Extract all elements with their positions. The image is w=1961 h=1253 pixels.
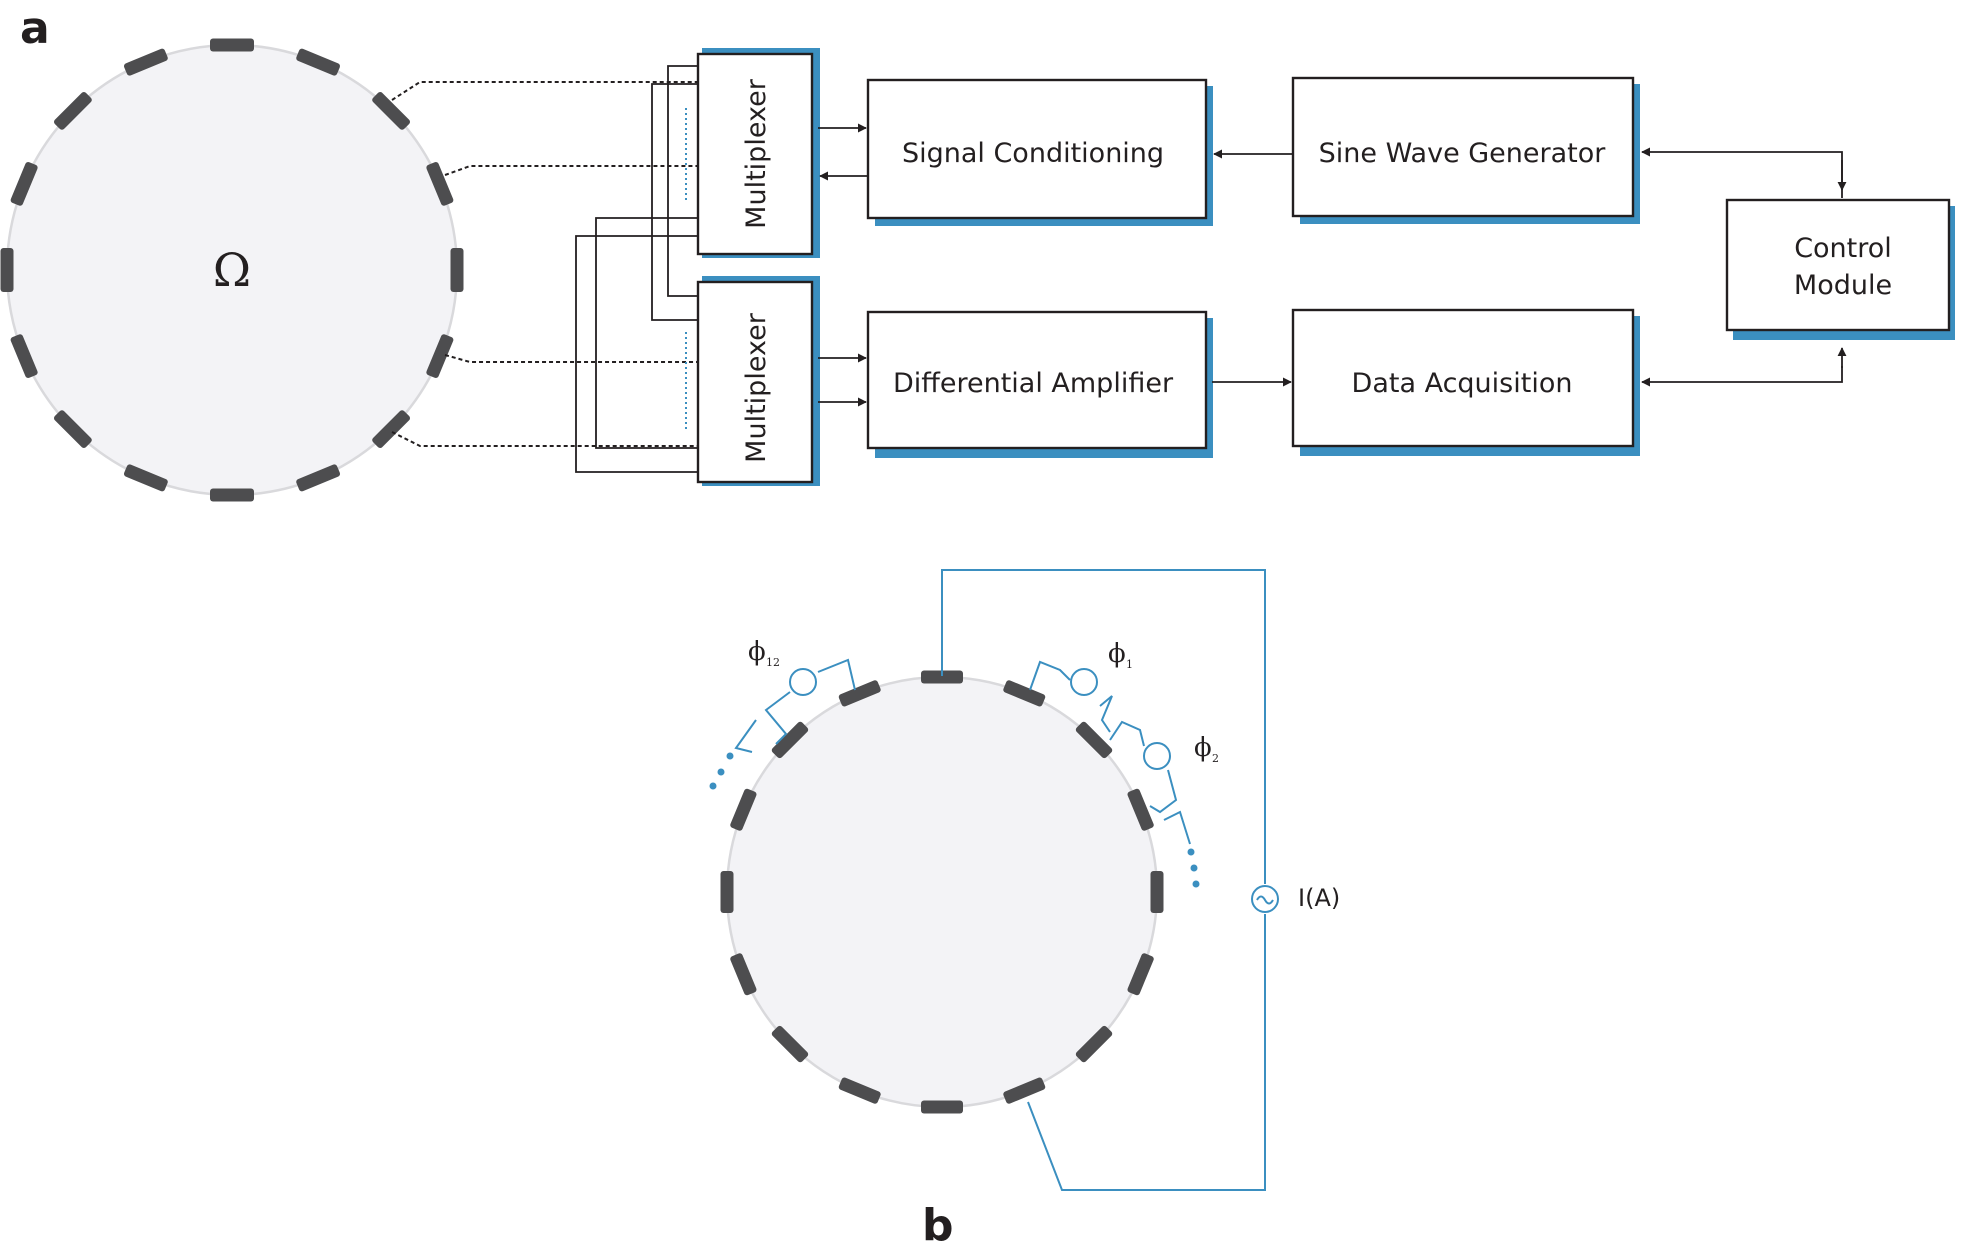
domain-a-electrode-15 — [53, 91, 92, 130]
domain-b — [720, 670, 1164, 1114]
phi1-lead-a — [1029, 660, 1071, 691]
domain-b-electrode-7 — [1075, 1025, 1113, 1063]
arrow-control-to-sine — [1641, 147, 1843, 198]
wire-m4 — [575, 235, 698, 473]
multiplexer-wiring — [575, 65, 698, 473]
phi12-lead-b — [764, 691, 791, 745]
domain-a: Ω — [0, 38, 464, 502]
phi2-lead-b — [1149, 769, 1178, 814]
voltmeter-phi2-icon — [1143, 742, 1171, 770]
domain-a-electrode-10 — [124, 464, 168, 492]
phi2-sub: 2 — [1212, 752, 1219, 765]
phi12-lead-a — [817, 658, 856, 691]
omega-symbol: Ω — [213, 243, 251, 297]
domain-a-electrode-14 — [10, 162, 38, 206]
lead-2 — [444, 165, 698, 176]
domain-b-electrode-13 — [720, 871, 734, 913]
domain-a-electrode-9 — [210, 488, 254, 502]
multiplexer-bottom-label: Multiplexer — [741, 312, 772, 463]
current-source-loop: I(A) — [941, 569, 1340, 1191]
domain-b-electrode-9 — [921, 1100, 963, 1114]
domain-b-electrode-11 — [771, 1025, 809, 1063]
phi-left-stub — [734, 719, 757, 753]
dot-right-3 — [1192, 880, 1200, 888]
current-wire-top — [941, 569, 1266, 884]
ac-wave-icon — [1256, 895, 1274, 905]
domain-b-electrode-10 — [838, 1077, 881, 1104]
domain-b-electrode-12 — [730, 953, 757, 996]
wire-m1 — [667, 65, 698, 297]
panel-a-letter: a — [20, 3, 50, 54]
phi1-label: ϕ — [1108, 639, 1126, 669]
signal-conditioning-label: Signal Conditioning — [902, 138, 1164, 169]
domain-b-electrode-16 — [838, 680, 881, 707]
domain-a-electrode-8 — [296, 464, 340, 492]
domain-a-electrode-2 — [296, 48, 340, 76]
dot-left-2 — [717, 768, 725, 776]
sine-wave-generator-box: Sine Wave Generator — [1291, 76, 1640, 224]
domain-b-electrode-1 — [921, 670, 963, 684]
control-module-box: Control Module — [1725, 198, 1955, 340]
dot-right-1 — [1187, 848, 1195, 856]
domain-a-electrode-12 — [10, 334, 38, 378]
phi-right-stub — [1163, 810, 1191, 845]
voltmeter-phi1-icon — [1070, 668, 1098, 696]
panel-b-letter: b — [922, 1200, 954, 1251]
voltmeters — [709, 658, 1200, 888]
multiplexer-top-label: Multiplexer — [741, 78, 772, 229]
domain-b-electrode-8 — [1003, 1077, 1046, 1104]
domain-a-electrode-4 — [426, 162, 454, 206]
current-label: I(A) — [1298, 884, 1340, 912]
lead-4 — [391, 431, 698, 447]
domain-a-electrode-3 — [372, 91, 411, 130]
control-module-label-2: Module — [1794, 270, 1892, 301]
data-acquisition-box: Data Acquisition — [1291, 308, 1640, 456]
electrode-ring-b — [720, 670, 1164, 1114]
domain-b-electrode-5 — [1150, 871, 1164, 913]
phi2-label: ϕ — [1194, 733, 1212, 763]
multiplexer-bottom: Multiplexer — [685, 276, 820, 486]
domain-a-electrode-5 — [450, 248, 464, 292]
flow-arrows — [818, 123, 1847, 407]
electrode-leads — [391, 81, 698, 447]
domain-a-electrode-6 — [426, 334, 454, 378]
domain-a-electrode-16 — [124, 48, 168, 76]
domain-b-electrode-6 — [1127, 953, 1154, 996]
differential-amplifier-label: Differential Amplifier — [893, 368, 1174, 399]
domain-a-electrode-13 — [0, 248, 14, 292]
voltmeter-phi12-icon — [789, 668, 817, 696]
phi1-sub: 1 — [1126, 658, 1133, 671]
multiplexer-top: Multiplexer — [685, 48, 820, 258]
domain-a-electrode-11 — [53, 410, 92, 449]
electrode-ring-a — [0, 38, 464, 502]
domain-b-electrode-4 — [1127, 788, 1154, 831]
differential-amplifier-box: Differential Amplifier — [866, 310, 1213, 458]
wire-m2 — [651, 83, 698, 321]
domain-b-electrode-15 — [771, 721, 809, 759]
data-acquisition-label: Data Acquisition — [1352, 368, 1573, 399]
phi12-sub: 12 — [766, 656, 780, 669]
phi12-label: ϕ — [748, 637, 766, 667]
domain-b-electrode-14 — [730, 788, 757, 831]
arrow-control-to-daq — [1641, 366, 1843, 387]
domain-a-electrode-7 — [372, 410, 411, 449]
ac-source-icon — [1251, 885, 1279, 913]
lead-1 — [391, 81, 698, 101]
domain-b-electrode-3 — [1075, 721, 1113, 759]
current-wire-bottom — [1027, 914, 1266, 1191]
potential-labels: ϕ 12 ϕ 1 ϕ 2 — [748, 637, 1219, 765]
phi1-lead-b — [1099, 695, 1113, 733]
wire-m3 — [595, 217, 698, 449]
control-module-label-1: Control — [1794, 233, 1892, 264]
dot-left-1 — [726, 752, 734, 760]
dot-left-3 — [709, 782, 717, 790]
sine-wave-generator-label: Sine Wave Generator — [1319, 138, 1607, 169]
phi2-lead-a — [1109, 720, 1145, 747]
lead-3 — [444, 354, 698, 363]
domain-a-electrode-1 — [210, 38, 254, 52]
signal-conditioning-box: Signal Conditioning — [866, 78, 1213, 226]
domain-b-electrode-2 — [1003, 680, 1046, 707]
dot-right-2 — [1190, 864, 1198, 872]
